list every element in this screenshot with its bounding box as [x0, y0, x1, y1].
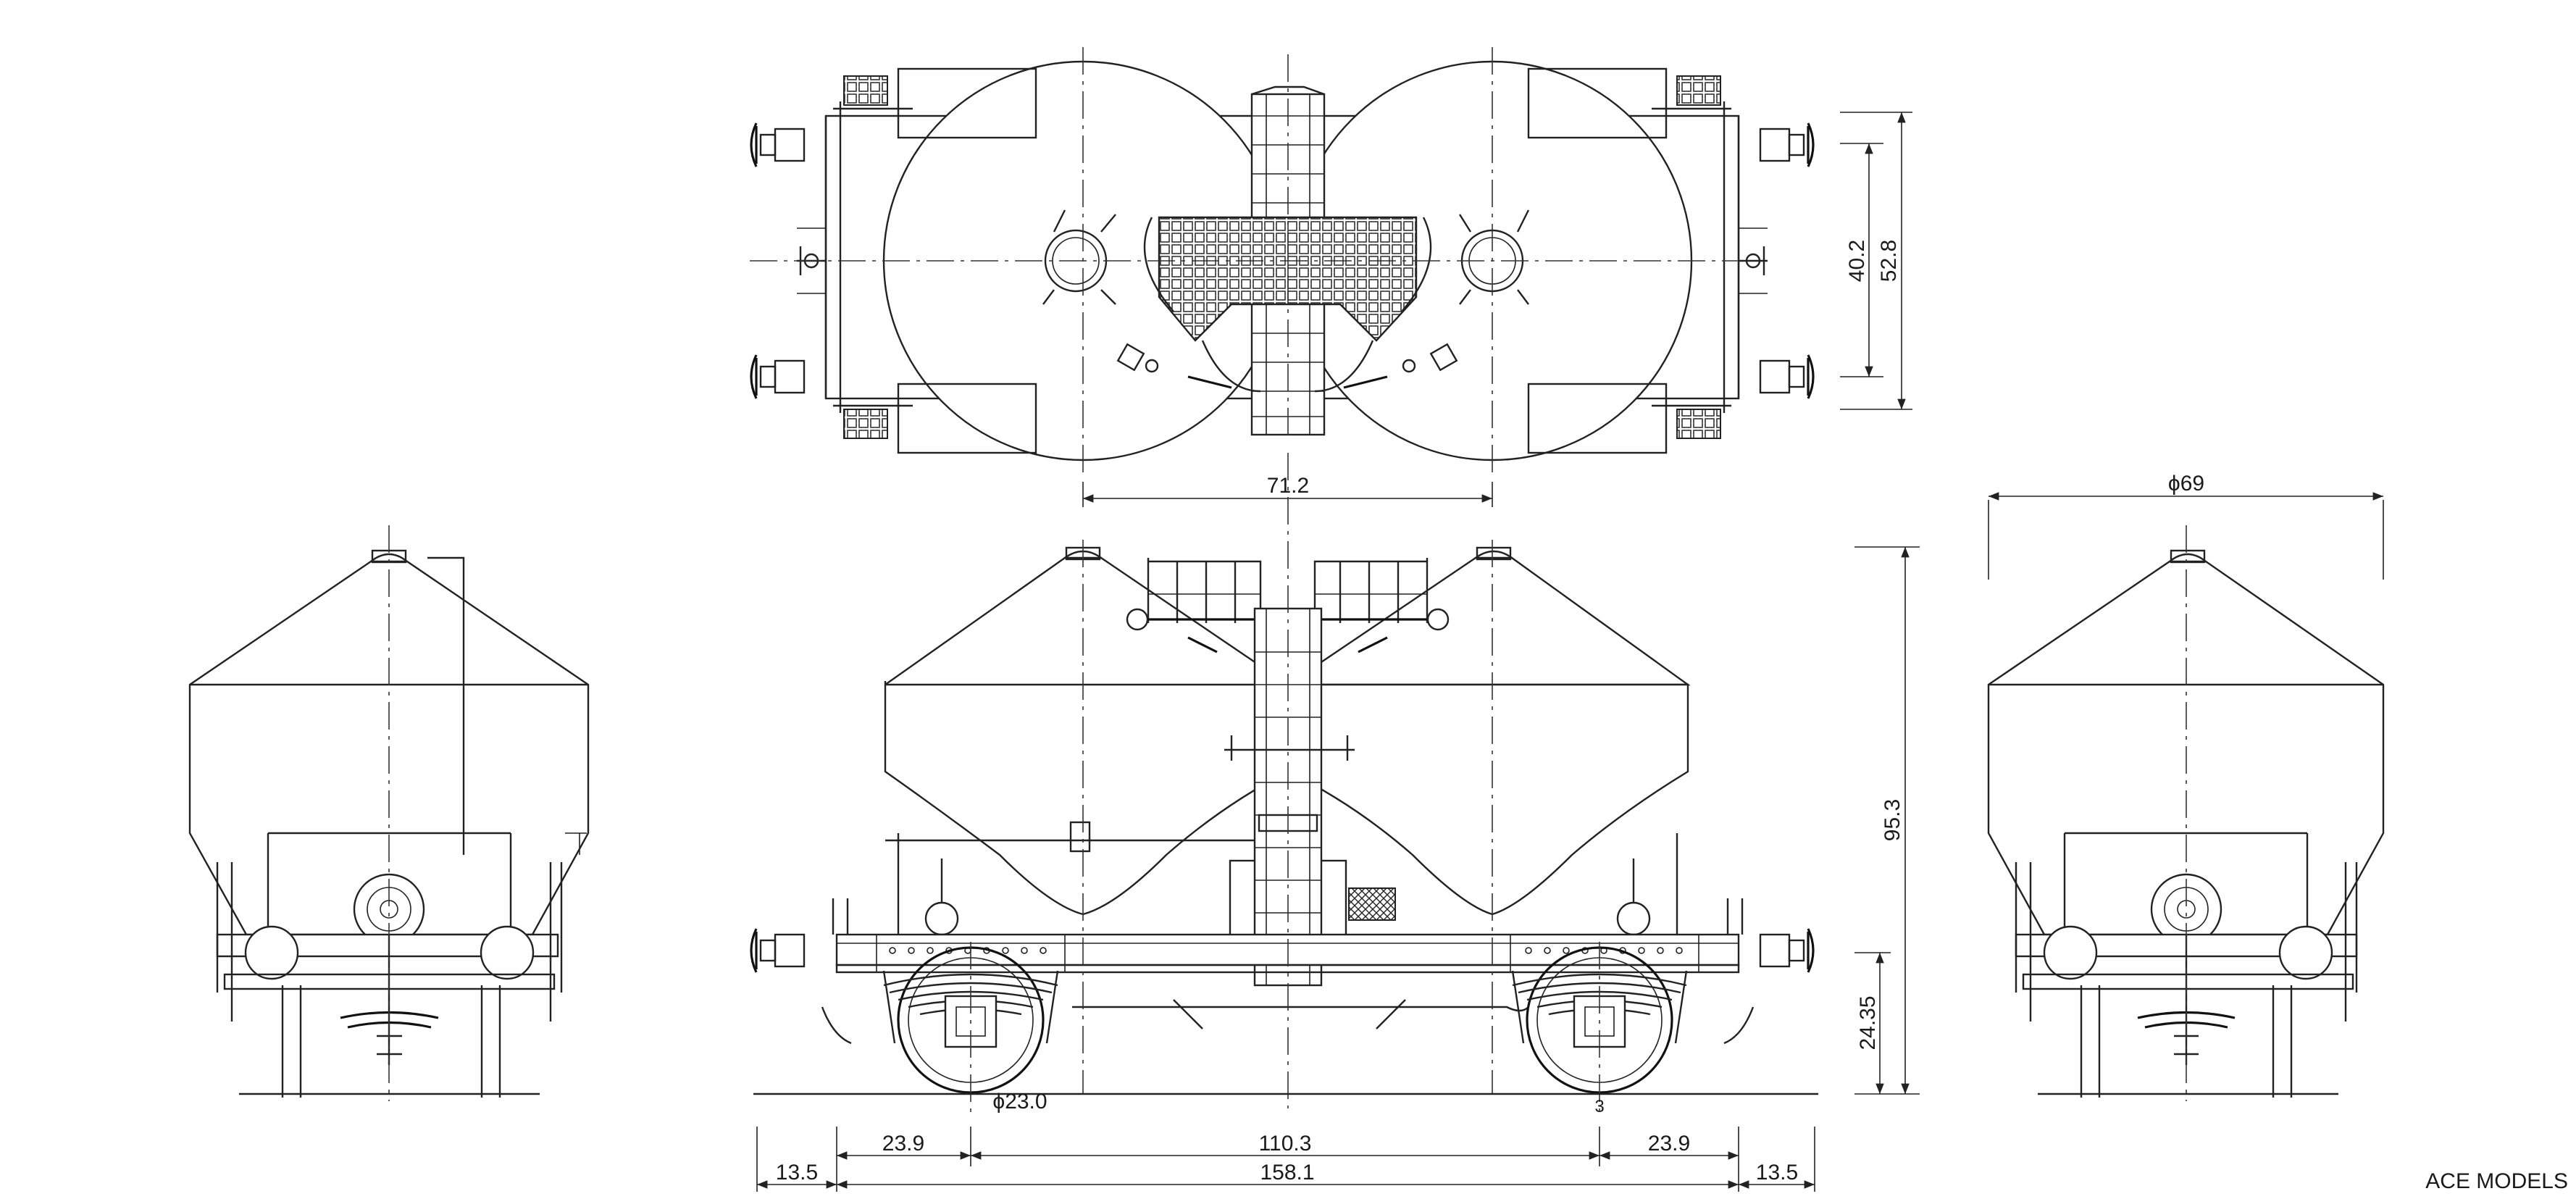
dim-top-width-outer: 52.8: [1877, 240, 1901, 282]
top-view: 40.2 52.8: [750, 47, 1912, 478]
top-dims: 40.2 52.8: [1840, 112, 1912, 410]
top-end-left: [750, 67, 1037, 454]
brand-label: ACE MODELS: [2425, 1169, 2568, 1193]
side-view: 71.2: [750, 453, 1920, 1192]
dim-length-over-frame: 158.1: [1260, 1161, 1314, 1185]
side-vertical-dims: 95.3 24.35: [1854, 546, 1920, 1095]
side-tank-right: [1285, 546, 1691, 921]
dim-axle-to-buffer-right: 23.9: [1648, 1132, 1690, 1156]
end-view-right: ϕ69: [1987, 472, 2385, 1101]
side-platform: [1126, 558, 1450, 653]
dim-overhang-left: 13.5: [776, 1161, 818, 1185]
dim-overhang-right: 13.5: [1756, 1161, 1798, 1185]
side-tank-left: [884, 546, 1289, 916]
top-end-right: [1527, 67, 1815, 454]
dim-frame-height: 24.35: [1856, 995, 1880, 1050]
dim-wheelbase: 110.3: [1259, 1132, 1312, 1156]
dim-wheel-diameter: ϕ23.0: [992, 1090, 1047, 1114]
dim-top-width-inner: 40.2: [1845, 240, 1869, 282]
side-bottom-dims: 23.9 110.3 23.9 158.1 13.5 13.5: [756, 1127, 1815, 1192]
dim-axle-to-buffer-left: 23.9: [882, 1132, 924, 1156]
dim-tank-diameter: ϕ69: [2168, 472, 2204, 496]
axle-mark: 3: [1594, 1097, 1604, 1116]
end-view-left: [188, 525, 590, 1101]
dim-overall-height: 95.3: [1881, 799, 1904, 841]
